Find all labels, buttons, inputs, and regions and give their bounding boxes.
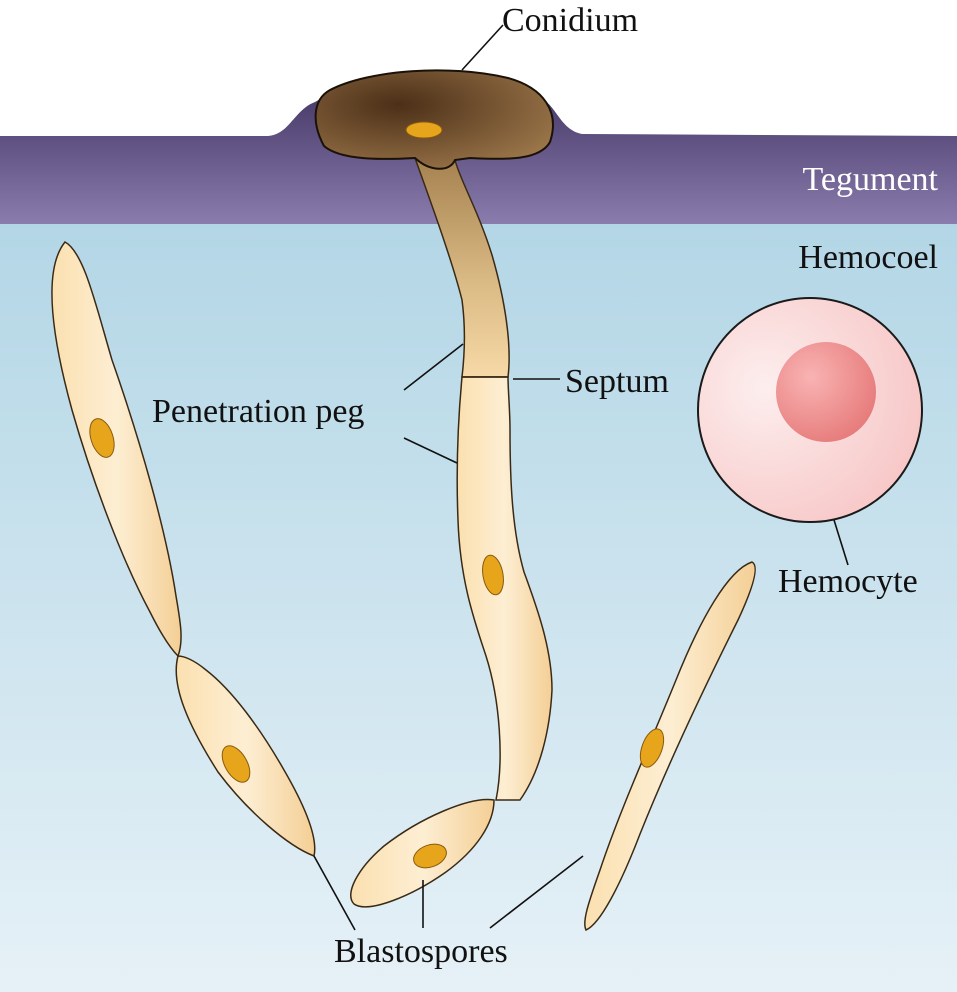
conidium bbox=[314, 69, 554, 170]
blastospore-right bbox=[584, 561, 756, 931]
hemocyte-nucleus bbox=[776, 342, 876, 442]
leader-peg-upper bbox=[403, 343, 464, 391]
leader-peg-lower bbox=[403, 437, 458, 464]
blastospore-left-lower bbox=[175, 655, 316, 858]
leader-lines bbox=[313, 24, 849, 931]
leader-blasto-left bbox=[313, 855, 356, 931]
label-hemocoel: Hemocoel bbox=[798, 239, 938, 276]
nucleus-conidium bbox=[405, 121, 443, 139]
leader-blasto-right bbox=[489, 855, 584, 929]
nucleus-bottom bbox=[413, 843, 447, 869]
label-penetration-peg: Penetration peg bbox=[152, 393, 364, 430]
nucleus-right bbox=[639, 728, 665, 768]
label-septum: Septum bbox=[565, 363, 669, 400]
hypha-lower bbox=[456, 376, 553, 801]
nucleus-hypha bbox=[482, 554, 504, 596]
leader-conidium bbox=[461, 24, 504, 71]
label-tegument: Tegument bbox=[803, 161, 939, 198]
leader-hemocyte bbox=[833, 519, 849, 566]
label-hemocyte: Hemocyte bbox=[778, 563, 918, 600]
label-blastospores: Blastospores bbox=[334, 933, 508, 970]
tegument-layer bbox=[0, 98, 957, 224]
nucleus-left-lower bbox=[221, 745, 251, 783]
nucleus-left-upper bbox=[89, 418, 115, 458]
label-conidium: Conidium bbox=[502, 2, 638, 39]
